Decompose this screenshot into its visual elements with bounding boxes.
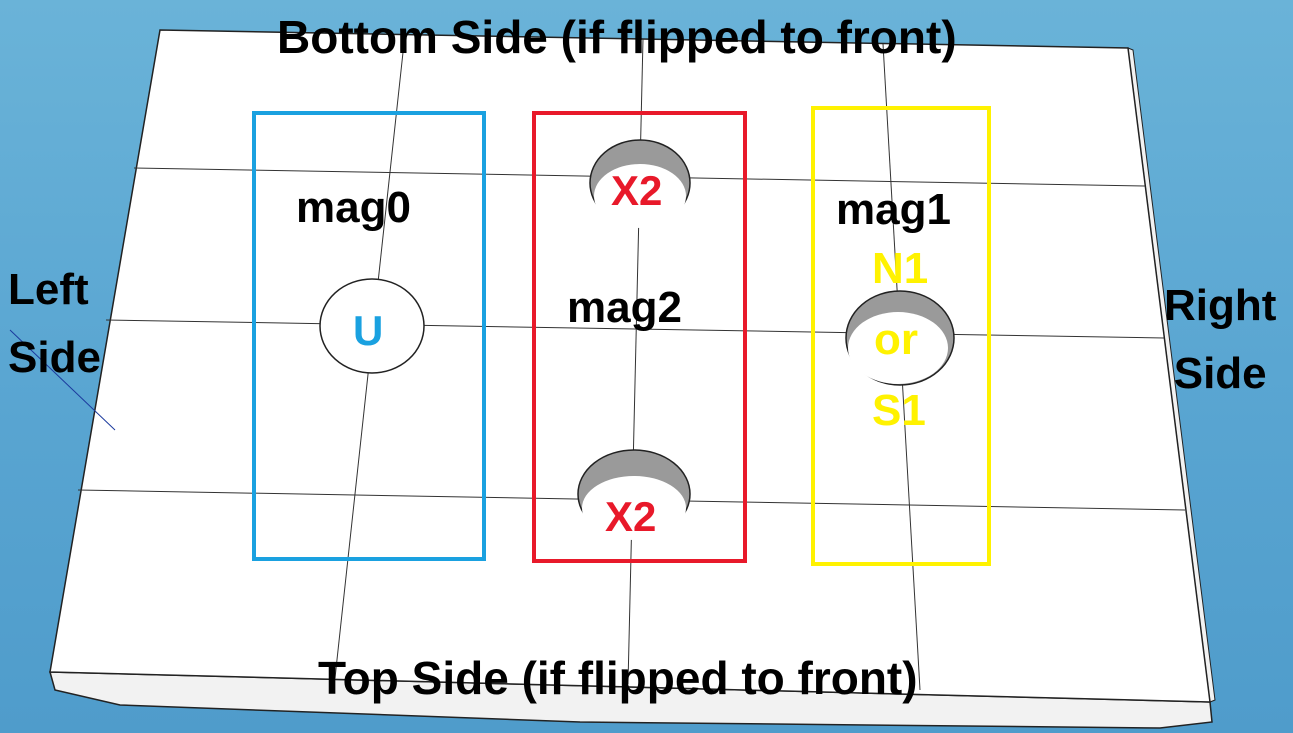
right-side-word-1: Right — [1164, 281, 1277, 330]
top-title: Bottom Side (if flipped to front) — [277, 11, 957, 63]
hole-x2-top — [589, 139, 691, 228]
mag2-label: mag2 — [567, 283, 682, 332]
mag1-label: mag1 — [836, 185, 951, 234]
mag2-region-box — [532, 111, 747, 563]
hole-x2-bottom-label: X2 — [605, 493, 657, 540]
left-side-word-1: Left — [8, 265, 89, 314]
right-side-label: Right Side — [1164, 272, 1276, 408]
hole-u-label: U — [353, 307, 384, 354]
left-side-word-2: Side — [8, 333, 101, 383]
bottom-title: Top Side (if flipped to front) — [318, 652, 918, 704]
block-top-face — [49, 29, 1211, 703]
right-side-word-2: Side — [1173, 349, 1267, 399]
hole-u — [319, 278, 425, 374]
pole-s1-label: S1 — [872, 386, 926, 435]
edge-line — [9, 329, 116, 431]
hole-x2-top-label: X2 — [611, 167, 663, 214]
hole-x2-bottom — [577, 449, 691, 540]
hole-mag1 — [845, 290, 955, 386]
mag1-region-box — [811, 106, 991, 566]
pole-n1-label: N1 — [872, 244, 929, 293]
pole-or-label: or — [874, 315, 918, 364]
block-front-face — [49, 671, 1213, 729]
mag0-label: mag0 — [296, 183, 411, 232]
left-side-label: Left Side — [8, 256, 101, 392]
mag0-region-box — [252, 111, 486, 561]
